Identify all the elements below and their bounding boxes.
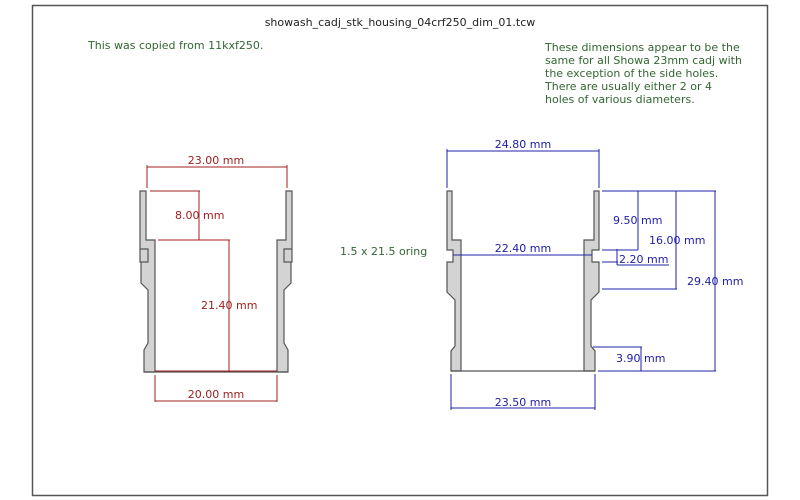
oring-label: 1.5 x 21.5 oring xyxy=(340,245,427,258)
note-left: This was copied from 11kxf250. xyxy=(87,39,263,52)
note-right-line: the exception of the side holes. xyxy=(545,67,718,80)
dim-label-outer-width: 24.80 mm xyxy=(495,138,551,151)
left-view-wall-right xyxy=(276,190,293,373)
dim-label-groove-depth: 9.50 mm xyxy=(613,214,662,227)
dim-label-groove-width: 22.40 mm xyxy=(495,242,551,255)
dim-label-bottom-width: 23.50 mm xyxy=(495,396,551,409)
note-right-line: holes of various diameters. xyxy=(545,93,695,106)
dim-label-top-depth: 8.00 mm xyxy=(175,209,224,222)
dim-label-bottom-step: 3.90 mm xyxy=(616,352,665,365)
drawing-title: showash_cadj_stk_housing_04crf250_dim_01… xyxy=(265,16,536,29)
dim-label-groove-height: 2.20 mm xyxy=(619,253,668,266)
right-view-wall-left xyxy=(446,190,462,372)
dim-label-bottom-width: 20.00 mm xyxy=(188,388,244,401)
note-right-line: There are usually either 2 or 4 xyxy=(544,80,712,93)
dim-label-inner-height: 21.40 mm xyxy=(201,299,257,312)
left-view: 23.00 mm 8.00 mm 21.40 mm 20.00 mm xyxy=(139,154,293,402)
note-right: These dimensions appear to be the same f… xyxy=(544,41,742,106)
dim-label-outer-width: 23.00 mm xyxy=(188,154,244,167)
left-view-wall-left xyxy=(139,190,156,373)
right-view: 24.80 mm 22.40 mm 9.50 mm 2.20 mm 16.00 … xyxy=(446,138,743,410)
note-right-line: same for all Showa 23mm cadj with xyxy=(545,54,742,67)
dim-label-total-height: 29.40 mm xyxy=(687,275,743,288)
dim-label-taper-depth: 16.00 mm xyxy=(649,234,705,247)
right-view-wall-right xyxy=(583,190,600,372)
note-right-line: These dimensions appear to be the xyxy=(544,41,740,54)
